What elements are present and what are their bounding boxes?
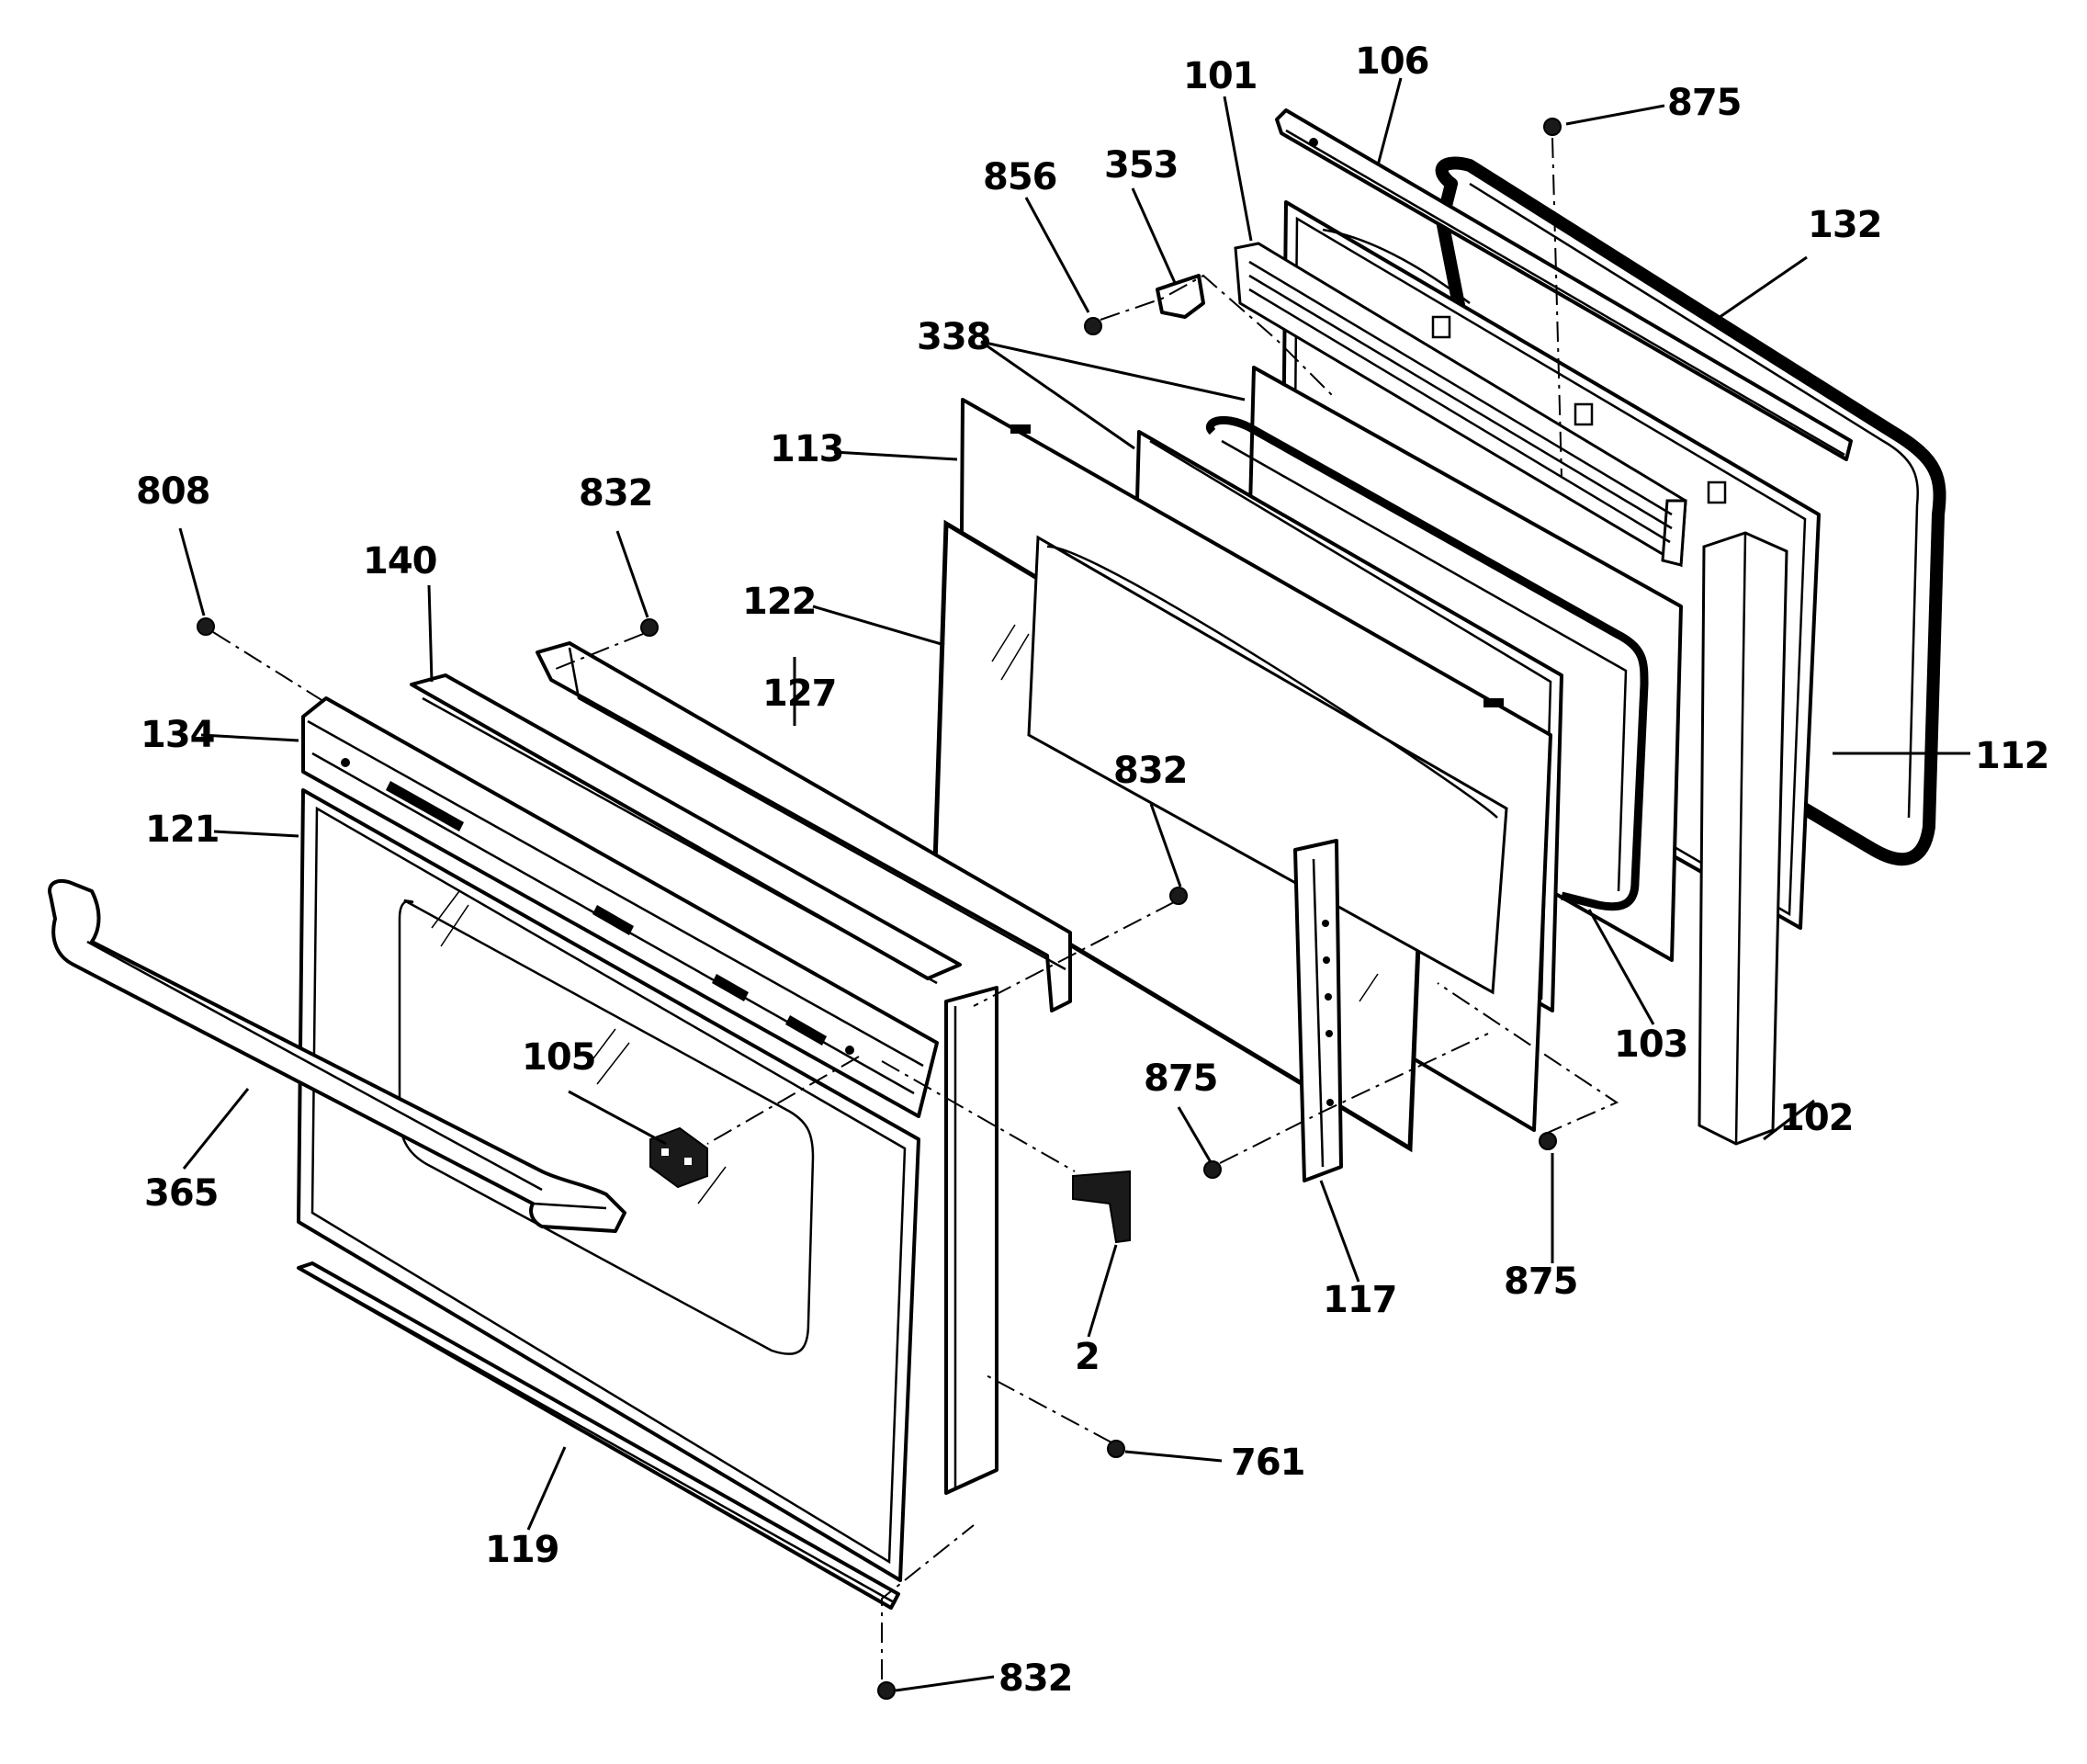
screws — [197, 118, 1562, 1700]
label-119: 119 — [485, 1529, 559, 1571]
leader-lines — [178, 77, 1970, 1692]
label-121: 121 — [145, 808, 220, 851]
label-102: 102 — [1779, 1097, 1854, 1139]
label-2: 2 — [1075, 1336, 1100, 1378]
label-761: 761 — [1231, 1442, 1305, 1484]
screw-832-bot-icon — [877, 1681, 896, 1700]
channel-140 — [410, 673, 962, 985]
label-353: 353 — [1104, 144, 1179, 187]
gasket-132 — [1435, 156, 1946, 866]
label-832-top: 832 — [579, 472, 653, 514]
inner-glass-127 — [1027, 535, 1508, 995]
screw-832-top-icon — [640, 618, 659, 637]
label-112: 112 — [1975, 735, 2049, 777]
wire-frame-103 — [1206, 415, 1649, 911]
screw-808-icon — [197, 617, 215, 636]
side-trim — [944, 986, 998, 1495]
label-106: 106 — [1355, 40, 1429, 83]
label-127: 127 — [762, 673, 837, 715]
screw-761-icon — [1107, 1440, 1125, 1458]
label-832-mid: 832 — [1113, 750, 1188, 792]
label-808: 808 — [136, 470, 210, 513]
label-875-bot: 875 — [1504, 1261, 1578, 1303]
label-875-mid: 875 — [1144, 1057, 1218, 1100]
label-875-top: 875 — [1667, 82, 1742, 124]
label-103: 103 — [1614, 1023, 1688, 1066]
label-117: 117 — [1323, 1279, 1397, 1321]
part-labels: 101 106 875 856 353 132 338 113 808 832 … — [136, 40, 2050, 1700]
label-105: 105 — [522, 1036, 596, 1079]
label-856: 856 — [983, 156, 1057, 198]
screw-875-bot-icon — [1539, 1132, 1557, 1150]
hinge-117 — [1293, 839, 1343, 1182]
label-134: 134 — [141, 714, 215, 756]
label-365: 365 — [144, 1172, 219, 1215]
label-122: 122 — [742, 581, 817, 623]
screw-856-icon — [1084, 317, 1102, 335]
bottom-rail-119 — [297, 1261, 900, 1610]
channel-106 — [1275, 108, 1853, 461]
screw-875-top-icon — [1543, 118, 1562, 136]
alignment-lines — [212, 137, 1619, 1679]
label-832-bot: 832 — [998, 1657, 1073, 1700]
control-panel-134 — [301, 696, 939, 1118]
bracket-127 — [536, 641, 1072, 1012]
label-132: 132 — [1808, 204, 1882, 246]
label-113: 113 — [770, 428, 844, 470]
screw-832-mid-icon — [1169, 887, 1188, 905]
insulation-102 — [1698, 531, 1788, 1146]
label-338: 338 — [917, 316, 991, 358]
insulation-101 — [1234, 242, 1687, 568]
label-140: 140 — [363, 540, 437, 582]
handle-365 — [48, 878, 626, 1233]
bracket-353 — [1156, 274, 1205, 319]
screw-875-mid-icon — [1203, 1160, 1222, 1179]
label-101: 101 — [1183, 55, 1258, 97]
clip-2 — [1072, 1170, 1131, 1244]
